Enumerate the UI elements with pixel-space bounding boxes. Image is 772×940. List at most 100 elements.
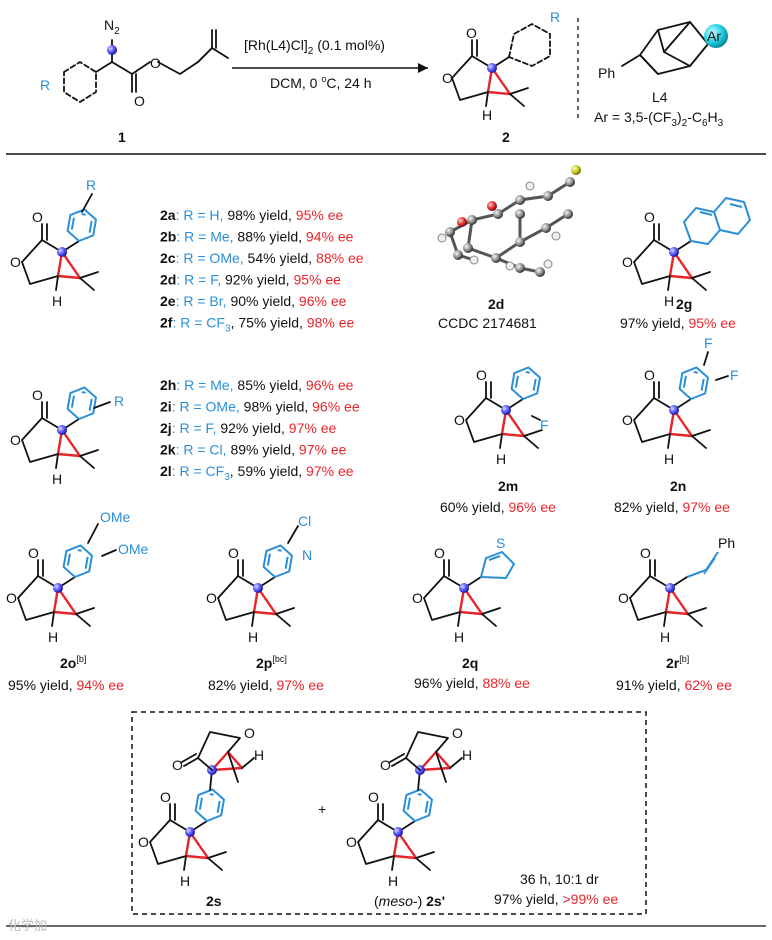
crystal-compound-id: 2d: [488, 296, 504, 312]
result-2o: 95% yield, 94% ee: [8, 677, 124, 693]
f-label: F: [704, 335, 713, 351]
o-label: O: [454, 412, 465, 428]
ligand-name: L4: [652, 89, 668, 105]
h-label: H: [496, 451, 506, 467]
h-label: H: [388, 873, 398, 889]
ome-label: OMe: [118, 541, 149, 557]
result-2g: 97% yield, 95% ee: [620, 315, 736, 331]
result-2d: 2d: R = F, 92% yield, 95% ee: [160, 272, 341, 288]
label-2s: 2s: [206, 893, 222, 909]
crystal-structure-2d: 2d CCDC 2174681: [437, 165, 581, 331]
o-label: O: [32, 387, 43, 403]
result-2a: 2a: R = H, 98% yield, 95% ee: [160, 207, 343, 223]
result-2k: 2k: R = Cl, 89% yield, 97% ee: [160, 442, 347, 458]
substrate-r-label: R: [40, 77, 50, 93]
crystal-ccdc: CCDC 2174681: [438, 315, 537, 331]
struct-2r: Ph O O H: [618, 535, 735, 645]
reaction-arrow: [Rh(L4)Cl]2 (0.1 mol%) DCM, 0 oC, 24 h: [232, 37, 428, 91]
o-label: O: [644, 367, 655, 383]
o-label: O: [32, 209, 43, 225]
h-label: H: [52, 471, 62, 487]
label-2s-meso: (meso-) 2s': [374, 893, 445, 909]
h-label: H: [454, 629, 464, 645]
o-label: O: [622, 412, 633, 428]
result-2l: 2l: R = CF3, 59% yield, 97% ee: [160, 463, 354, 483]
o-label: O: [160, 789, 171, 805]
o-label: O: [346, 834, 357, 850]
product-2: O O H R 2: [442, 9, 560, 145]
ligand-ar-definition: Ar = 3,5-(CF3)2-C6H3: [594, 109, 724, 129]
o-label: O: [380, 757, 391, 773]
o-label: O: [172, 757, 183, 773]
result-2p: 82% yield, 97% ee: [208, 677, 324, 693]
product-h: H: [482, 107, 492, 123]
struct-2o: OMe OMe O O H: [6, 509, 149, 645]
s-label: S: [496, 535, 505, 551]
carbonyl-o-label: O: [134, 93, 145, 109]
substrate-number: 1: [118, 129, 126, 145]
o-label: O: [10, 254, 21, 270]
o-label: O: [10, 432, 21, 448]
h-label: H: [48, 629, 58, 645]
para-series-list: 2a: R = H, 98% yield, 95% ee 2b: R = Me, …: [160, 207, 364, 335]
o-label: O: [138, 834, 149, 850]
product-ring-o: O: [442, 70, 453, 86]
result-2r: 91% yield, 62% ee: [616, 677, 732, 693]
dimer-box: [131, 711, 647, 915]
struct-2g: O O H: [622, 197, 751, 309]
result-2i: 2i: R = OMe, 98% yield, 96% ee: [160, 399, 360, 415]
struct-2s: O O H O O H: [138, 725, 264, 889]
h-label: H: [664, 293, 674, 309]
dimer-conditions: 36 h, 10:1 dr: [520, 871, 599, 887]
product-number: 2: [502, 129, 510, 145]
label-2p: 2p[bc]: [256, 654, 287, 671]
label-2n: 2n: [670, 478, 686, 494]
struct-para: O O H R: [10, 177, 100, 309]
product-r-label: R: [550, 9, 560, 25]
dimer-result: 97% yield, >99% ee: [494, 891, 618, 907]
o-label: O: [452, 725, 463, 741]
label-2m: 2m: [498, 478, 518, 494]
o-label: O: [644, 209, 655, 225]
h-label: H: [664, 451, 674, 467]
struct-2p: Cl N O O H: [206, 513, 312, 645]
label-2o: 2o[b]: [60, 654, 86, 671]
label-2g: 2g: [676, 296, 692, 312]
ph-label: Ph: [718, 535, 735, 551]
h-label: H: [248, 629, 258, 645]
o-label: O: [640, 545, 651, 561]
catalyst-label: [Rh(L4)Cl]2 (0.1 mol%): [244, 37, 385, 57]
label-2q: 2q: [462, 655, 478, 671]
o-label: O: [368, 789, 379, 805]
ome-label: OMe: [100, 509, 131, 525]
h-label: H: [660, 629, 670, 645]
o-label: O: [206, 590, 217, 606]
diazo-label: N2: [104, 17, 120, 37]
o-label: O: [476, 367, 487, 383]
f-label: F: [730, 367, 739, 383]
meta-series-list: 2h: R = Me, 85% yield, 96% ee 2i: R = OMe…: [160, 377, 360, 483]
ligand-ar-label: Ar: [707, 28, 721, 44]
o-label: O: [228, 545, 239, 561]
result-2q: 96% yield, 88% ee: [414, 675, 530, 691]
o-label: O: [6, 590, 17, 606]
ester-o-label: O: [150, 55, 161, 71]
h-label: H: [462, 747, 472, 763]
o-label: O: [434, 545, 445, 561]
struct-2s-meso: O O H O O H: [346, 725, 472, 889]
o-label: O: [28, 545, 39, 561]
label-2r: 2r[b]: [666, 654, 689, 671]
result-2b: 2b: R = Me, 88% yield, 94% ee: [160, 229, 354, 245]
conditions-label: DCM, 0 oC, 24 h: [270, 74, 372, 91]
result-2f: 2f: R = CF3, 75% yield, 98% ee: [160, 315, 354, 335]
result-2h: 2h: R = Me, 85% yield, 96% ee: [160, 377, 354, 393]
ligand-ph-label: Ph: [598, 65, 615, 81]
f-label: F: [540, 417, 549, 433]
o-label: O: [412, 590, 423, 606]
result-2m: 60% yield, 96% ee: [440, 499, 556, 515]
h-label: H: [254, 747, 264, 763]
plus-sign: +: [318, 801, 326, 817]
product-carbonyl-o: O: [466, 25, 477, 41]
o-label: O: [244, 725, 255, 741]
